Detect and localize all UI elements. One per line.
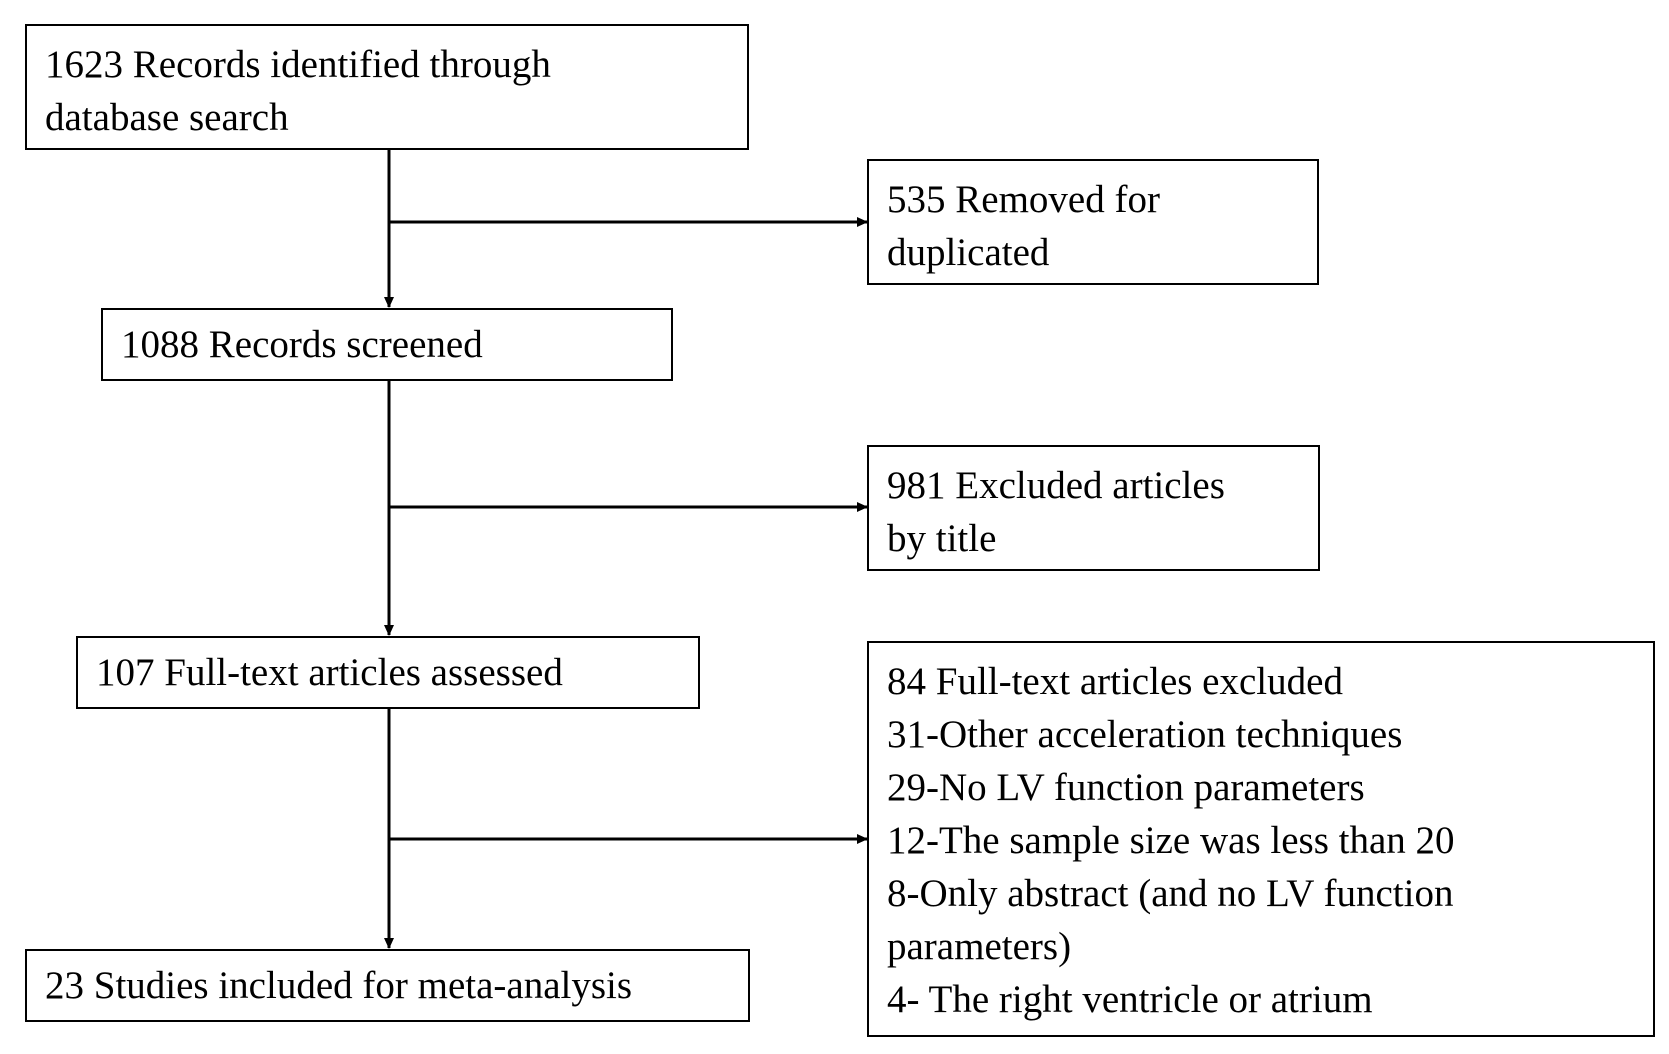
excluded-title-box: 981 Excluded articles by title bbox=[867, 445, 1320, 571]
excluded-title-line: by title bbox=[887, 517, 997, 560]
excluded-title-text: 981 Excluded articles by title bbox=[887, 459, 1225, 565]
assessed-box: 107 Full-text articles assessed bbox=[76, 636, 700, 709]
identified-box: 1623 Records identified through database… bbox=[25, 24, 749, 150]
exclusion-reason: 8-Only abstract (and no LV function bbox=[887, 872, 1454, 915]
excluded-fulltext-total: 84 Full-text articles excluded bbox=[887, 660, 1343, 703]
duplicates-text: 535 Removed for duplicated bbox=[887, 173, 1160, 279]
exclusion-reason: 31-Other acceleration techniques bbox=[887, 713, 1403, 756]
screened-text: 1088 Records screened bbox=[121, 318, 483, 371]
exclusion-reason: 12-The sample size was less than 20 bbox=[887, 819, 1455, 862]
assessed-line: 107 Full-text articles assessed bbox=[96, 651, 563, 694]
excluded-title-line: 981 Excluded articles bbox=[887, 464, 1225, 507]
included-box: 23 Studies included for meta-analysis bbox=[25, 949, 750, 1022]
excluded-fulltext-box: 84 Full-text articles excluded 31-Other … bbox=[867, 641, 1655, 1037]
identified-line: 1623 Records identified through bbox=[45, 43, 551, 86]
excluded-fulltext-text: 84 Full-text articles excluded 31-Other … bbox=[887, 655, 1455, 1026]
exclusion-reason: 29-No LV function parameters bbox=[887, 766, 1365, 809]
duplicates-line: duplicated bbox=[887, 231, 1050, 274]
assessed-text: 107 Full-text articles assessed bbox=[96, 646, 563, 699]
identified-text: 1623 Records identified through database… bbox=[45, 38, 551, 144]
exclusion-reason: parameters) bbox=[887, 925, 1072, 968]
screened-line: 1088 Records screened bbox=[121, 323, 483, 366]
screened-box: 1088 Records screened bbox=[101, 308, 673, 381]
duplicates-box: 535 Removed for duplicated bbox=[867, 159, 1319, 285]
included-line: 23 Studies included for meta-analysis bbox=[45, 964, 633, 1007]
included-text: 23 Studies included for meta-analysis bbox=[45, 959, 632, 1012]
exclusion-reason: 4- The right ventricle or atrium bbox=[887, 978, 1373, 1021]
duplicates-line: 535 Removed for bbox=[887, 178, 1160, 221]
identified-line: database search bbox=[45, 96, 289, 139]
